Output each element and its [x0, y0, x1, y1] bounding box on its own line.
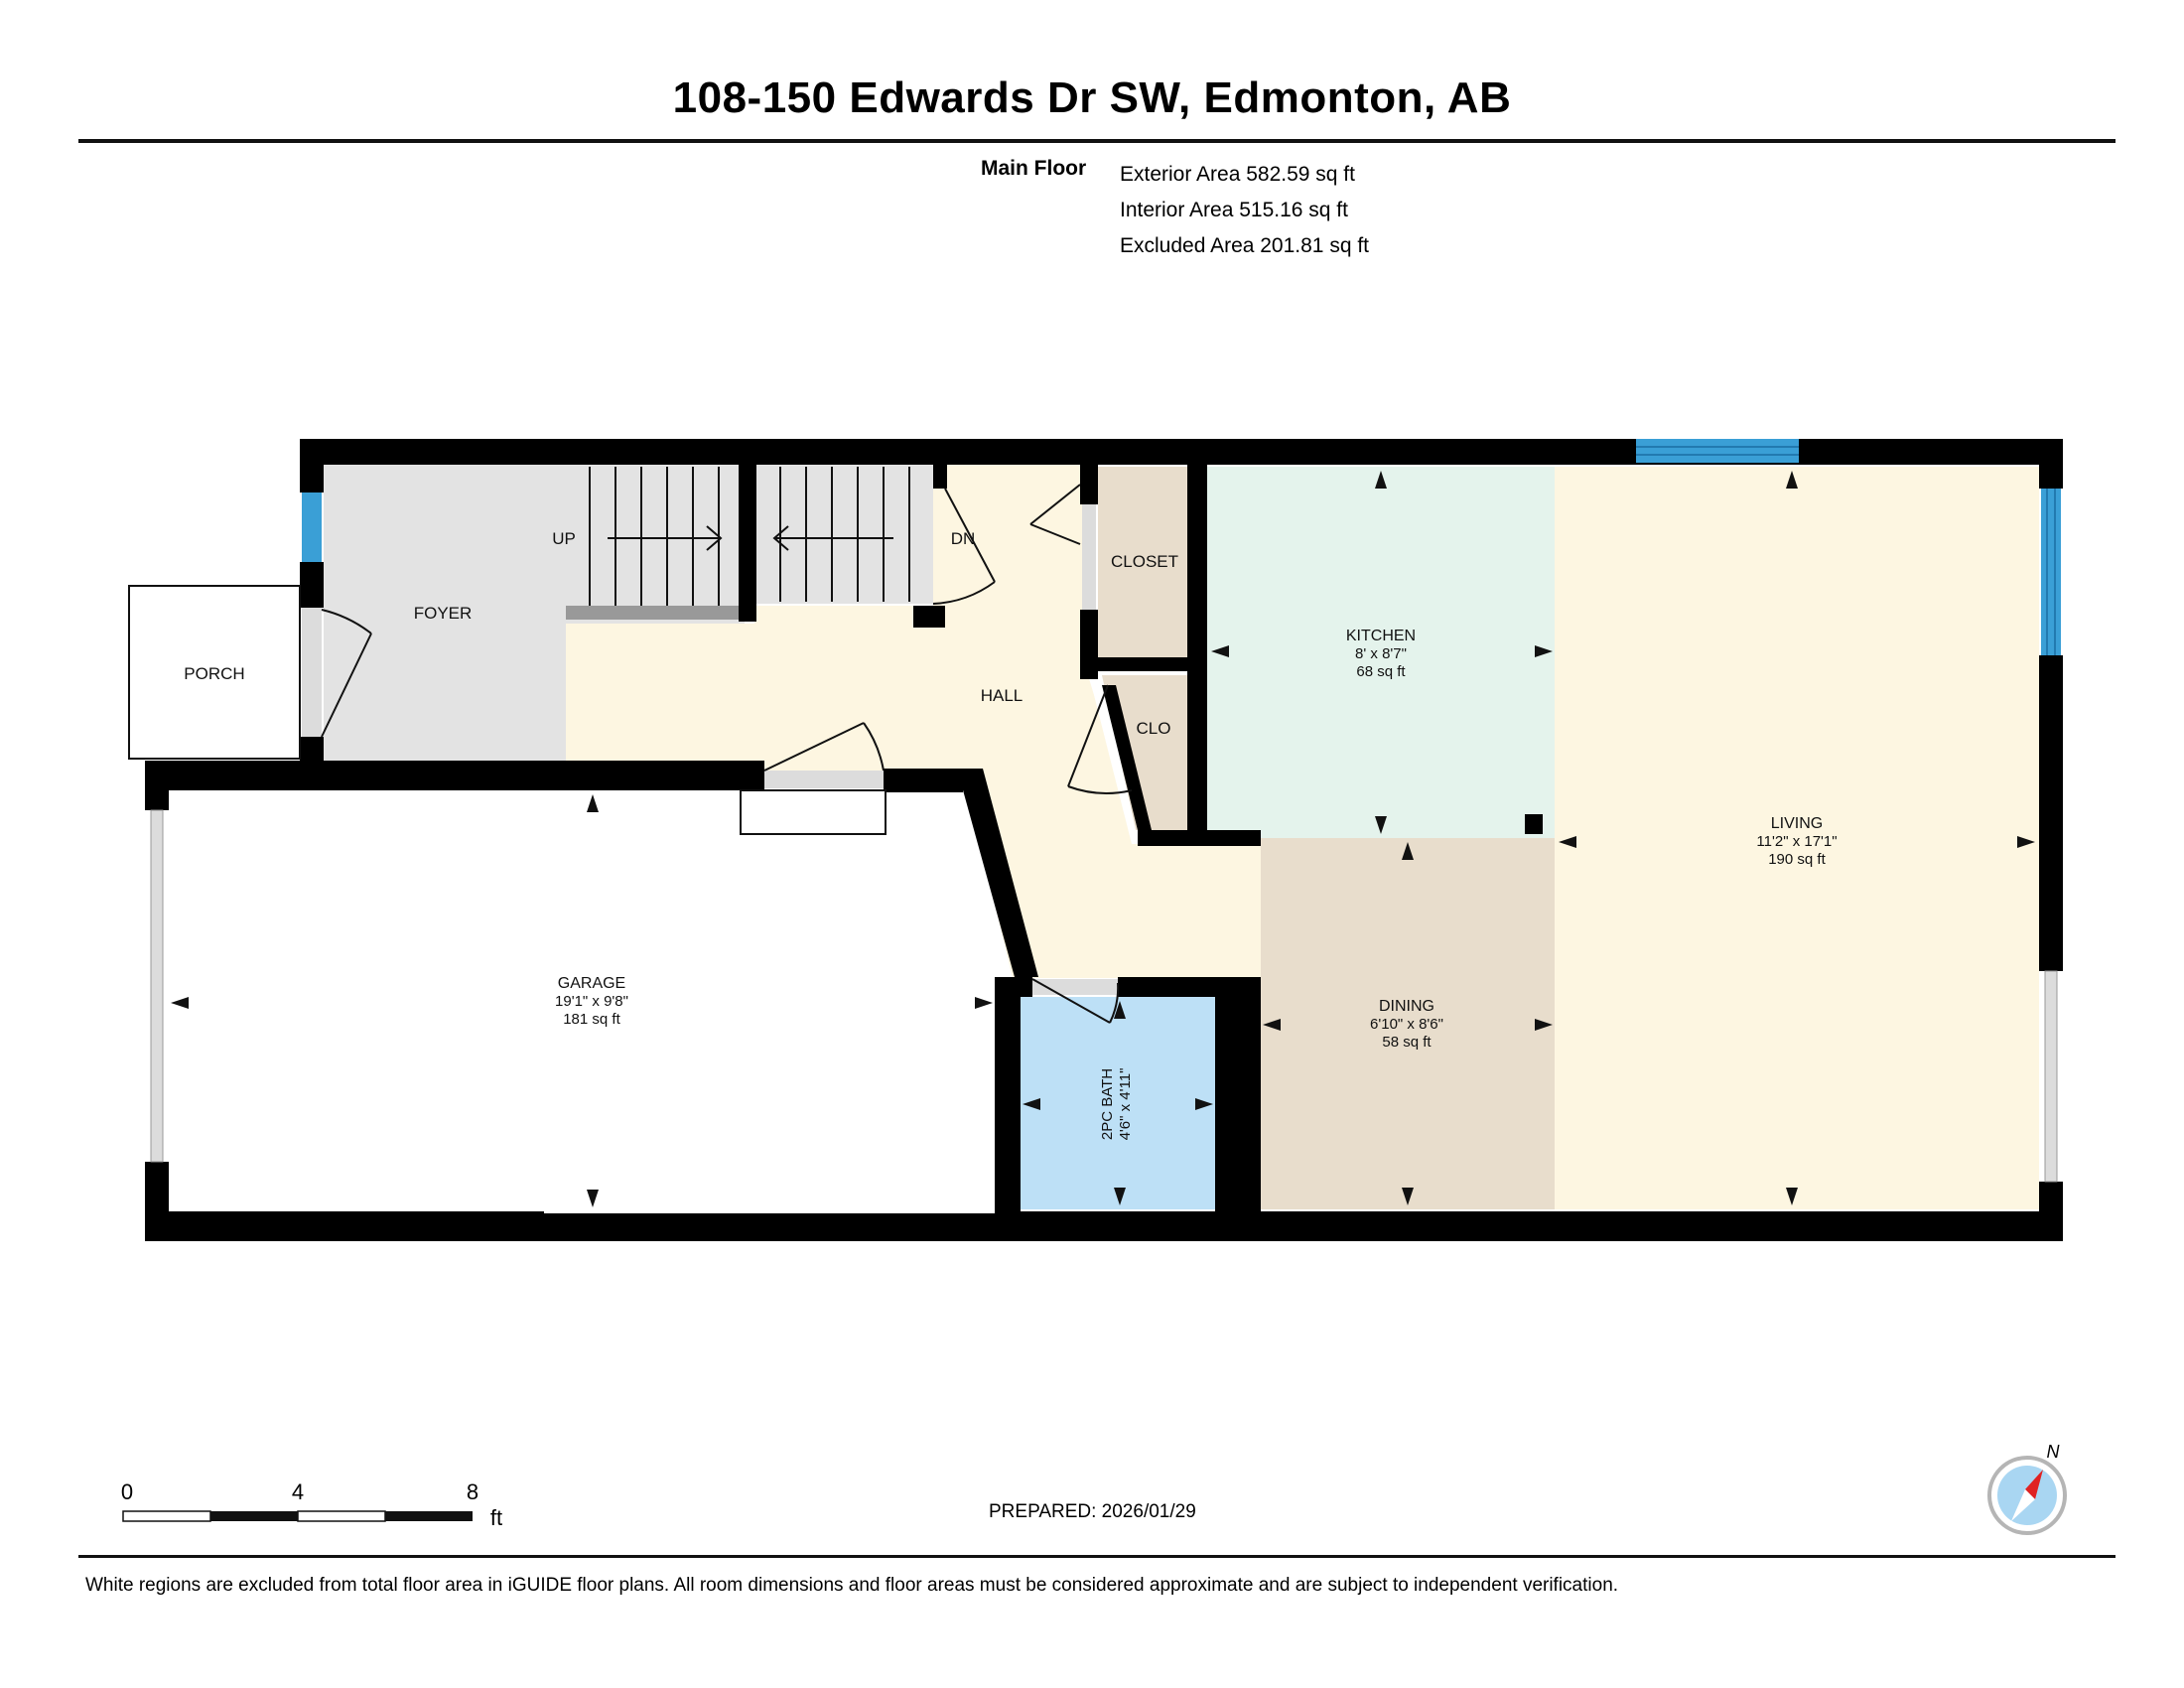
- living-dims: 11'2" x 17'1": [1756, 833, 1837, 850]
- floor-name: Main Floor: [981, 157, 1087, 180]
- compass-icon: [1987, 1456, 2067, 1535]
- window-living-top: [1636, 439, 1799, 463]
- kitchen-label: KITCHEN: [1346, 628, 1416, 644]
- area-summary: Exterior Area 582.59 sq ft Interior Area…: [1120, 157, 1369, 264]
- clo-floor: [1102, 675, 1187, 830]
- dimension-arrows: [171, 471, 2035, 1207]
- living-area: 190 sq ft: [1768, 851, 1826, 868]
- clo-label: CLO: [1137, 719, 1171, 738]
- stair-down-floor: [754, 465, 933, 604]
- hall-floor: [566, 465, 1261, 978]
- window-living-right: [2041, 489, 2061, 655]
- dining-floor: [1261, 838, 1555, 1209]
- page-title: 108-150 Edwards Dr SW, Edmonton, AB: [672, 73, 1512, 122]
- scale-label-4: 4: [292, 1479, 304, 1504]
- window-living-right-lines: [2046, 489, 2056, 655]
- stair-down: [772, 467, 910, 602]
- garage-dims: 19'1" x 9'8": [555, 993, 628, 1010]
- foyer-floor: [324, 465, 566, 767]
- scale-label-0: 0: [121, 1479, 133, 1504]
- closet-door-opening: [1082, 504, 1096, 610]
- dining-dims: 6'10" x 8'6": [1370, 1016, 1443, 1033]
- patio-door-opening: [2044, 970, 2058, 1183]
- prepared-date: PREPARED: 2026/01/29: [989, 1501, 1196, 1522]
- garage-area: 181 sq ft: [563, 1011, 620, 1028]
- kitchen-floor: [1207, 467, 1555, 838]
- disclaimer: White regions are excluded from total fl…: [85, 1575, 1619, 1596]
- stair-up-label: UP: [552, 529, 576, 548]
- scale-unit: ft: [490, 1505, 502, 1530]
- living-floor: [1555, 467, 2039, 1209]
- door-swings: [321, 484, 1133, 1024]
- garage-label: GARAGE: [558, 975, 625, 992]
- living-label: LIVING: [1771, 815, 1823, 832]
- garage-white-notch: [544, 1201, 995, 1213]
- header-divider: [78, 139, 2116, 143]
- kitchen-dims: 8' x 8'7": [1355, 645, 1407, 662]
- stair-up: [589, 467, 723, 608]
- garage-door-opening: [150, 809, 164, 1163]
- garage-entry-opening: [764, 771, 884, 788]
- closet-label: CLOSET: [1111, 552, 1178, 571]
- walls: [145, 439, 2063, 1241]
- stair-rail: [566, 606, 741, 620]
- compass-north-label: N: [2047, 1442, 2061, 1462]
- window-living-top-lines: [1636, 446, 1799, 456]
- closet-floor: [1098, 467, 1187, 657]
- window-foyer: [302, 492, 322, 562]
- kitchen-area: 68 sq ft: [1356, 663, 1406, 680]
- hall-label: HALL: [981, 686, 1024, 705]
- stair-down-label: DN: [951, 529, 976, 548]
- bath-floor: [1019, 997, 1217, 1209]
- bath-dims: 4'6" x 4'11": [1117, 1068, 1134, 1141]
- interior-area: Interior Area 515.16 sq ft: [1120, 199, 1348, 221]
- footer-divider: [78, 1555, 2116, 1558]
- porch: [128, 585, 301, 760]
- foyer-label: FOYER: [414, 604, 473, 623]
- scale-label-8: 8: [467, 1479, 478, 1504]
- porch-label: PORCH: [184, 664, 244, 683]
- scale-bar: [122, 1510, 473, 1522]
- excluded-area: Excluded Area 201.81 sq ft: [1120, 234, 1370, 257]
- dining-label: DINING: [1379, 998, 1434, 1015]
- exterior-area: Exterior Area 582.59 sq ft: [1120, 163, 1355, 186]
- dining-area: 58 sq ft: [1382, 1034, 1432, 1051]
- bath-label: 2PC BATH: [1099, 1068, 1116, 1140]
- front-door-opening: [302, 608, 322, 737]
- garage-step: [740, 789, 887, 835]
